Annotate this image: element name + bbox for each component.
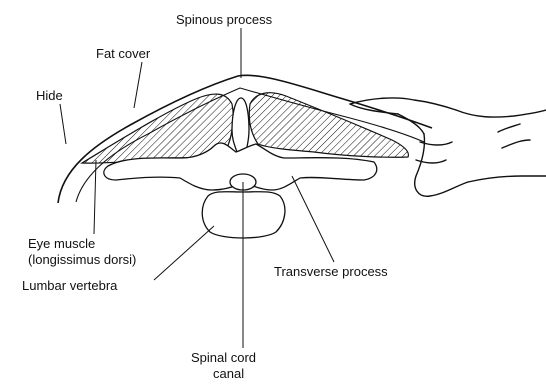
label-eye-muscle-line1: Eye muscle	[28, 236, 95, 251]
leader-lines	[60, 28, 334, 348]
label-spinal-cord-line2: canal	[213, 366, 244, 381]
label-spinal-cord-line1: Spinal cord	[191, 350, 256, 365]
label-lumbar-vertebra: Lumbar vertebra	[22, 278, 117, 293]
leader-fat-cover	[134, 62, 142, 108]
label-eye-muscle-line2: (longissimus dorsi)	[28, 252, 136, 267]
label-hide: Hide	[36, 88, 63, 103]
spinous-process-shape	[232, 98, 249, 152]
vertebral-body-shape	[202, 192, 285, 238]
leader-lumbar-vertebra	[154, 226, 214, 280]
eye-muscle-right	[249, 93, 408, 158]
label-transverse-process: Transverse process	[274, 264, 388, 279]
leader-transverse-process	[292, 176, 334, 262]
label-spinous-process: Spinous process	[176, 12, 272, 27]
label-fat-cover: Fat cover	[96, 46, 150, 61]
leader-hide	[60, 104, 66, 144]
